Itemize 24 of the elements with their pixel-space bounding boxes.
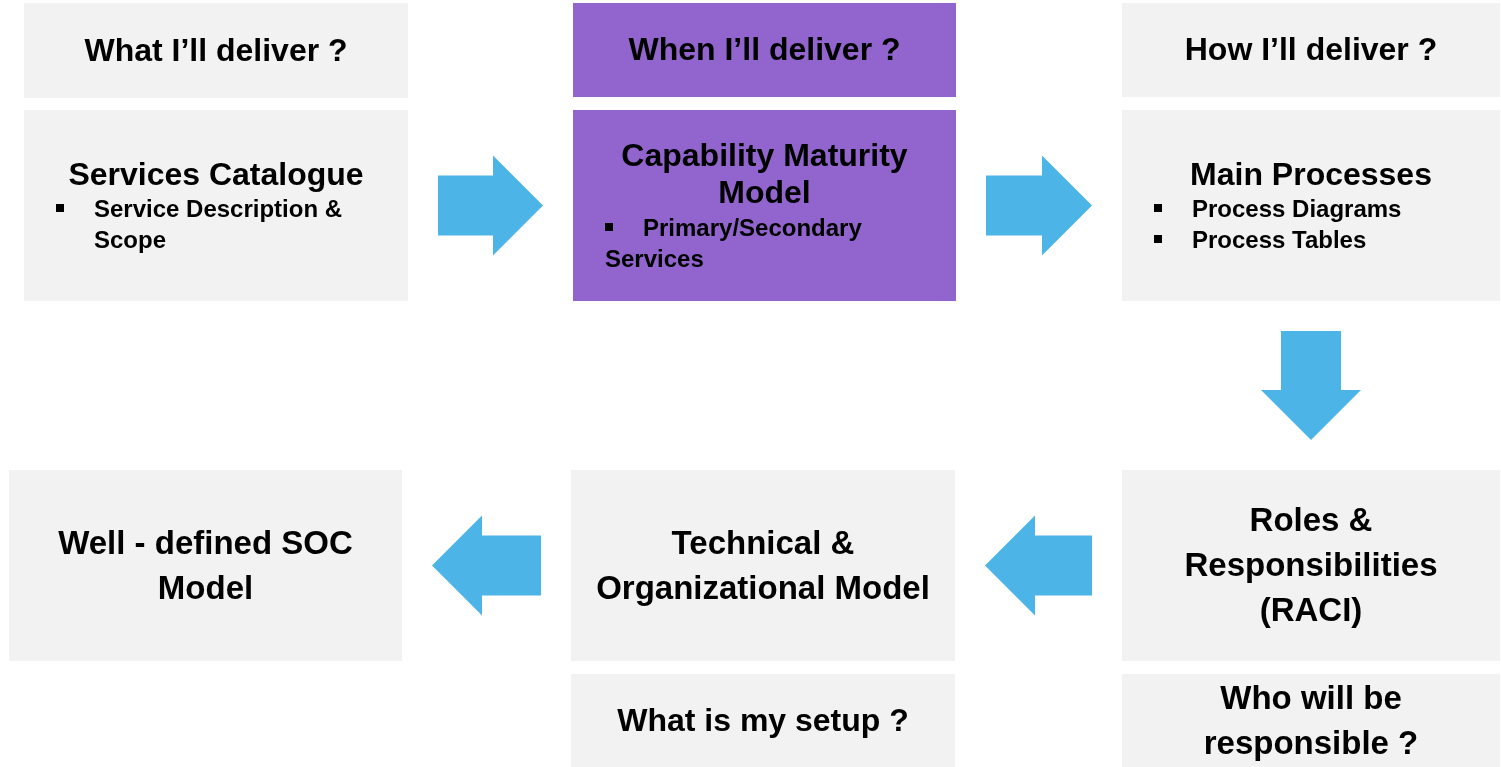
box-heading: Well - defined SOC Model bbox=[57, 522, 354, 608]
bullet-item: Primary/Secondary Services bbox=[605, 211, 942, 275]
box-heading: Roles & Responsibilities (RACI) bbox=[1183, 500, 1439, 630]
highlighted-box bbox=[573, 3, 956, 97]
block-arrow bbox=[985, 515, 1092, 616]
highlighted-box bbox=[573, 110, 956, 301]
block-arrow bbox=[1261, 331, 1361, 440]
box-heading: Technical & Organizational Model bbox=[595, 522, 931, 608]
box-heading: Services Catalogue bbox=[68, 155, 364, 194]
box-heading: Capability Maturity Model bbox=[620, 136, 909, 212]
bullet-item: Process Tables bbox=[1154, 224, 1486, 256]
text-box bbox=[24, 110, 408, 301]
box-heading: What I’ll deliver ? bbox=[84, 31, 348, 70]
block-arrow bbox=[432, 515, 541, 616]
box-heading: How I’ll deliver ? bbox=[1184, 31, 1438, 69]
block-arrow bbox=[986, 155, 1092, 256]
bullet-item: Process Diagrams bbox=[1154, 193, 1486, 225]
block-arrow bbox=[438, 155, 543, 256]
box-heading: What is my setup ? bbox=[617, 701, 909, 740]
bullet-item: Service Description & Scope bbox=[56, 193, 394, 256]
text-box bbox=[1122, 110, 1500, 301]
box-heading: Who will be responsible ? bbox=[1202, 677, 1420, 763]
box-heading: When I’ll deliver ? bbox=[628, 31, 901, 69]
box-heading: Main Processes bbox=[1190, 155, 1432, 194]
